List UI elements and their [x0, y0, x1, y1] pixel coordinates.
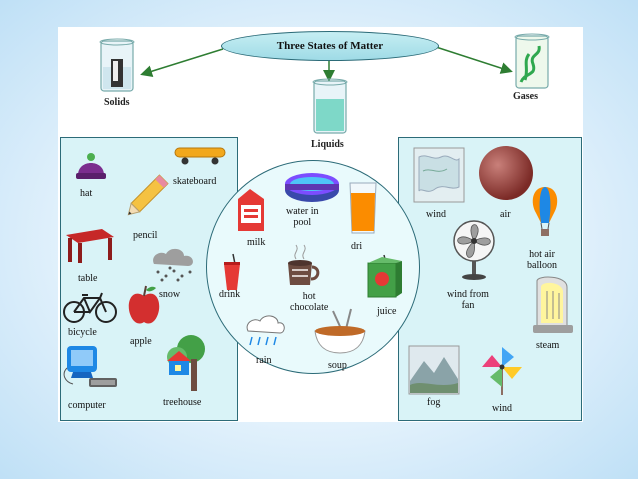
label-skateboard: skateboard — [173, 176, 217, 187]
label-apple: apple — [130, 336, 152, 347]
snow-cloud-icon — [153, 248, 193, 282]
soup-bowl-icon — [314, 308, 366, 354]
weather-map-icon — [413, 147, 465, 203]
concept-map: Three States of Matter Solids Liquids Ga… — [58, 27, 583, 422]
connector-arrows — [140, 46, 513, 82]
hot-air-balloon-icon — [532, 187, 558, 236]
label-air: air — [500, 209, 511, 220]
table-icon — [66, 229, 114, 263]
label-steam: steam — [536, 340, 560, 351]
label-wind-from-fan: wind from fan — [447, 289, 489, 311]
label-computer: computer — [68, 400, 106, 411]
orange-drink-glass-icon — [349, 182, 377, 234]
label-milk: milk — [247, 237, 266, 248]
bicycle-icon — [63, 292, 117, 323]
gases-beaker-icon — [514, 33, 550, 89]
label-pencil: pencil — [133, 230, 158, 241]
label-drink: drink — [219, 289, 241, 300]
label-soup: soup — [328, 360, 347, 371]
foggy-landscape-icon — [408, 345, 460, 395]
pinwheel-icon — [482, 347, 522, 395]
label-fog: fog — [427, 397, 441, 408]
treehouse-icon — [167, 335, 205, 391]
label-treehouse: treehouse — [163, 397, 202, 408]
air-balloon-ball-icon — [479, 146, 533, 200]
liquids-beaker-icon — [312, 78, 348, 134]
gases-header: Gases — [513, 91, 538, 102]
steam-iron-icon — [533, 276, 573, 333]
label-bicycle: bicycle — [68, 327, 97, 338]
solids-header: Solids — [104, 97, 130, 108]
label-table: table — [78, 273, 98, 284]
label-wind-1: wind — [426, 209, 446, 220]
liquids-header: Liquids — [311, 139, 344, 150]
hot-chocolate-icon — [288, 244, 320, 285]
apple-icon — [128, 285, 160, 324]
arrow-to-solids — [140, 48, 224, 78]
juice-box-icon — [367, 254, 402, 298]
hat-icon — [76, 153, 106, 179]
skateboard-icon — [174, 147, 226, 165]
solids-beaker-icon — [99, 38, 135, 92]
pool-icon — [285, 173, 339, 202]
milk-carton-icon — [238, 189, 264, 231]
label-wind-2: wind — [492, 403, 512, 414]
map-title: Three States of Matter — [221, 31, 439, 61]
label-water-in-pool: water in pool — [286, 206, 319, 228]
pencil-icon — [127, 174, 169, 216]
label-juice: juice — [377, 306, 397, 317]
label-hot-chocolate: hot chocolate — [290, 291, 329, 313]
label-drink-glass: dri — [351, 241, 363, 252]
soda-cup-icon — [224, 253, 240, 290]
label-rain: rain — [256, 355, 272, 366]
label-hot-air-balloon: hot air balloon — [527, 249, 557, 271]
label-hat: hat — [80, 188, 93, 199]
label-snow: snow — [159, 289, 181, 300]
arrow-to-gases — [435, 46, 513, 74]
electric-fan-icon — [453, 220, 495, 280]
computer-icon — [63, 346, 117, 387]
rain-cloud-icon — [246, 315, 285, 346]
